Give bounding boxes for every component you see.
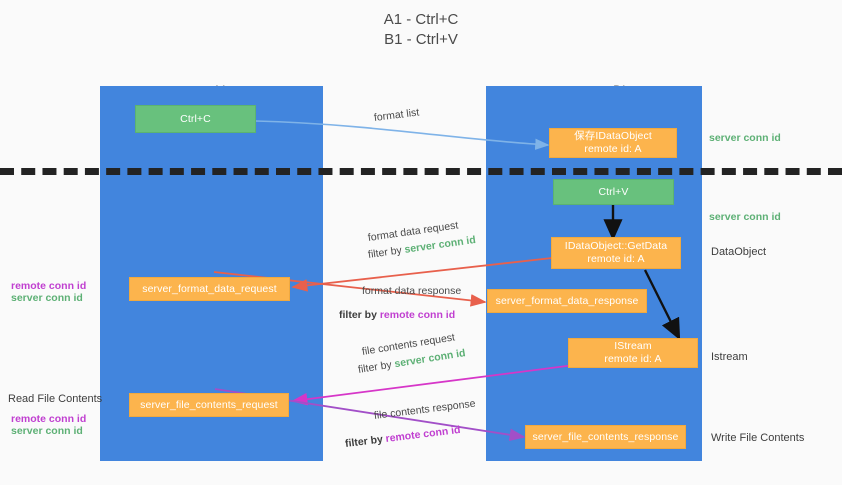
label-file-contents-response: file contents response [373,397,477,422]
page-title: A1 - Ctrl+C B1 - Ctrl+V [383,11,459,48]
filter-key-remote-conn-id: remote conn id [379,309,456,321]
box-server-file-contents-response[interactable]: server_file_contents_response [525,425,686,449]
filter-key-remote-conn-id: remote conn id [384,423,462,445]
right-label-dataobject: DataObject [711,246,767,258]
right-label-server-conn-id-1: server conn id [709,132,781,144]
right-label-server-conn-id-2: server conn id [709,211,781,223]
left-label-remote-conn-id-2: remote conn id [11,413,87,425]
right-label-istream: Istream [711,351,748,363]
label-format-data-response: format data response [362,285,462,297]
box-server-file-contents-request[interactable]: server_file_contents_request [129,393,289,417]
left-label-server-conn-id-2: server conn id [11,425,83,437]
box-istream[interactable]: IStream remote id: A [568,338,698,368]
left-label-read-file-contents: Read File Contents [8,393,103,405]
box-server-format-data-response[interactable]: server_format_data_response [487,289,647,313]
box-save-idataobject[interactable]: 保存IDataObject remote id: A [549,128,677,158]
phase-divider [0,168,842,175]
right-label-write-file-contents: Write File Contents [711,432,805,444]
label-format-list: format list [373,106,420,124]
filter-prefix: filter by [367,243,406,261]
left-label-server-conn-id-1: server conn id [11,292,83,304]
filter-prefix: filter by [339,309,380,321]
box-idataobject-getdata[interactable]: IDataObject::GetData remote id: A [551,237,681,269]
label-format-data-response-filter: filter by remote conn id [339,305,455,323]
box-server-format-data-request[interactable]: server_format_data_request [129,277,290,301]
filter-prefix: filter by [344,433,387,450]
filter-prefix: filter by [357,358,396,376]
left-label-remote-conn-id-1: remote conn id [11,280,87,292]
box-ctrl-c[interactable]: Ctrl+C [135,105,256,133]
label-file-contents-response-filter: filter by remote conn id [344,420,461,452]
box-ctrl-v[interactable]: Ctrl+V [553,179,674,205]
